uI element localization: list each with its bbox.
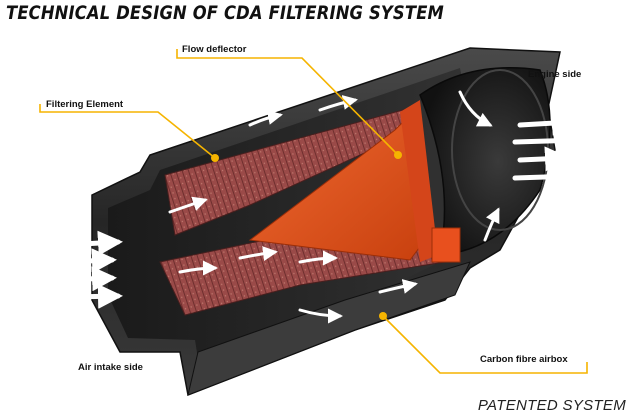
engine-side-bell	[419, 67, 551, 256]
label-filtering-element: Filtering Element	[46, 99, 124, 110]
flow-deflector	[248, 100, 461, 263]
diagram-title: TECHNICAL DESIGN OF CDA FILTERING SYSTEM	[6, 2, 444, 24]
label-flow-deflector: Flow deflector	[182, 44, 247, 55]
label-air-intake-side: Air intake side	[78, 362, 143, 373]
label-engine-side: Engine side	[528, 69, 582, 80]
airflow-arrows	[57, 90, 585, 324]
leader-dots	[211, 151, 402, 320]
label-carbon-fibre-airbox: Carbon fibre airbox	[480, 354, 568, 365]
leader-lines	[39, 49, 588, 374]
patented-system-caption: PATENTED SYSTEM	[477, 397, 626, 414]
